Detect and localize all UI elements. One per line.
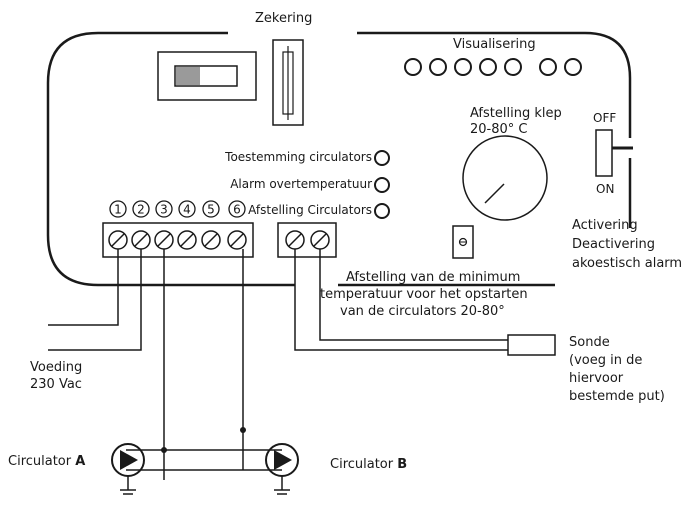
- display-leds: [404, 58, 582, 76]
- display-label: Visualisering: [453, 37, 536, 52]
- supply-wire-1: [48, 249, 119, 326]
- overtemp-alarm-led: [374, 177, 390, 193]
- consent-circulators-led: [374, 150, 390, 166]
- probe-sensor: [507, 334, 556, 356]
- junction-dot-1: [161, 447, 167, 453]
- svg-text:4: 4: [183, 203, 191, 217]
- overtemp-alarm-label: Alarm overtemperatuur: [230, 177, 372, 191]
- activation-label-3: akoestisch alarm: [572, 256, 682, 271]
- activation-label-2: Deactivering: [572, 237, 655, 252]
- switch-off-label: OFF: [593, 111, 616, 125]
- svg-text:6: 6: [233, 203, 241, 217]
- consent-circulators-label: Toestemming circulators: [224, 150, 372, 164]
- terminal-screw-3: [154, 230, 174, 250]
- supply-label-2: 230 Vac: [30, 377, 82, 392]
- svg-text:1: 1: [114, 203, 122, 217]
- terminal-number-2: 2: [132, 200, 150, 218]
- terminal-screw-4: [177, 230, 197, 250]
- valve-setting-label-1: Afstelling klep: [470, 106, 562, 121]
- circulator-setting-label: Afstelling Circulators: [248, 203, 372, 217]
- min-temp-label-1: Afstelling van de minimum: [346, 270, 520, 285]
- alarm-toggle-switch[interactable]: [595, 129, 633, 177]
- probe-label-4: bestemde put): [569, 389, 665, 404]
- terminal-number-5: 5: [202, 200, 220, 218]
- terminal-screw-5: [201, 230, 221, 250]
- probe-label-3: hiervoor: [569, 371, 624, 386]
- circulator-a-pump-icon: [111, 443, 145, 495]
- terminal-block-main: [102, 222, 254, 258]
- fuse-label: Zekering: [255, 11, 312, 26]
- circulator-setting-led: [374, 203, 390, 219]
- terminal-number-3: 3: [155, 200, 173, 218]
- circulator-b-pump-icon: [265, 443, 299, 495]
- probe-wire-2: [319, 249, 508, 341]
- fuse-holder: [272, 39, 304, 126]
- min-temp-label-3: van de circulators 20-80°: [340, 304, 505, 319]
- probe-screw-2: [310, 230, 330, 250]
- circulator-b-label: Circulator B: [330, 457, 407, 472]
- valve-setting-label-2: 20-80° C: [470, 122, 527, 137]
- min-temp-potentiometer[interactable]: [452, 225, 474, 259]
- probe-screw-1: [285, 230, 305, 250]
- min-temp-label-2: temperatuur voor het opstarten: [320, 287, 528, 302]
- probe-label-2: (voeg in de: [569, 353, 642, 368]
- control-box-outline: [46, 31, 632, 287]
- terminal-number-4: 4: [178, 200, 196, 218]
- switch-on-label: ON: [596, 182, 614, 196]
- terminal-screw-1: [108, 230, 128, 250]
- activation-label-1: Activering: [572, 218, 638, 233]
- terminal-screw-2: [131, 230, 151, 250]
- svg-text:5: 5: [207, 203, 215, 217]
- probe-wire-1: [294, 249, 508, 351]
- terminal-block-probe: [277, 222, 337, 258]
- terminal-screw-6: [227, 230, 247, 250]
- circulator-a-label: Circulator A: [8, 454, 85, 469]
- supply-label-1: Voeding: [30, 360, 82, 375]
- valve-setting-dial[interactable]: [462, 135, 548, 221]
- terminal-number-1: 1: [109, 200, 127, 218]
- probe-label-1: Sonde: [569, 335, 610, 350]
- svg-text:2: 2: [137, 203, 145, 217]
- selector-switch[interactable]: [157, 51, 257, 101]
- svg-text:3: 3: [160, 203, 168, 217]
- terminal-number-6: 6: [228, 200, 246, 218]
- supply-wire-2: [48, 249, 142, 351]
